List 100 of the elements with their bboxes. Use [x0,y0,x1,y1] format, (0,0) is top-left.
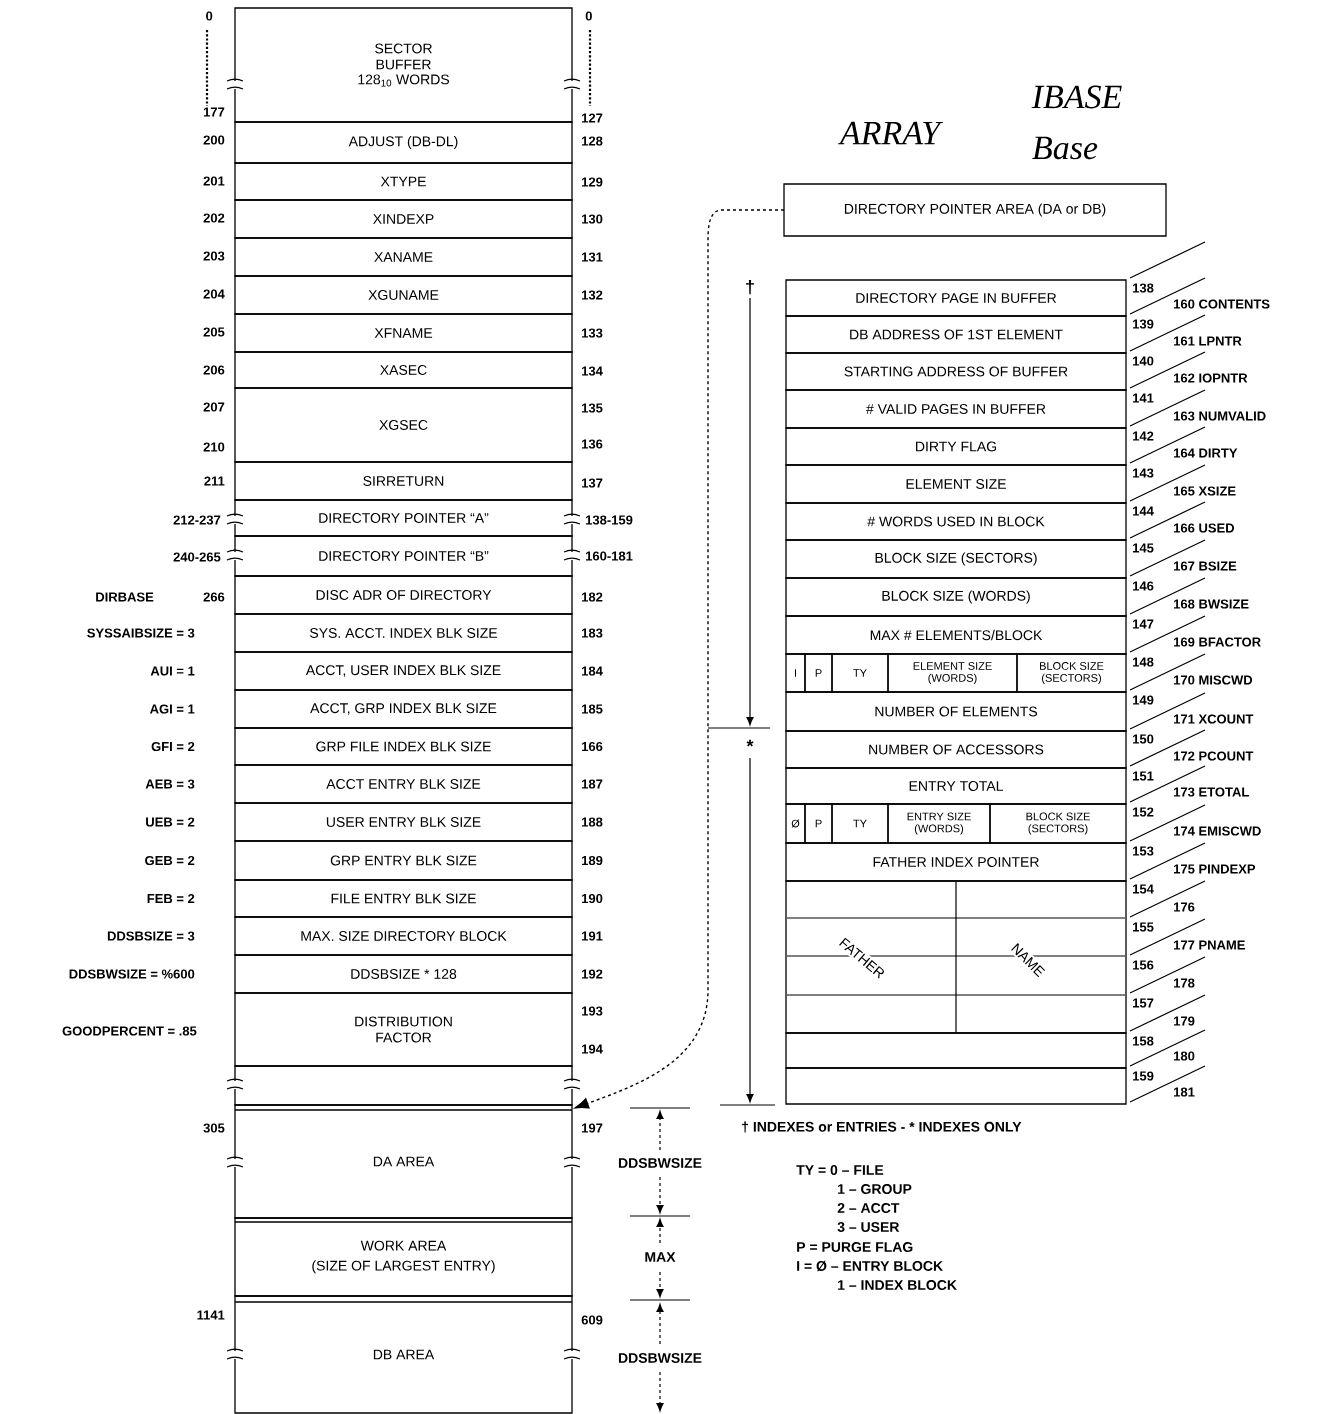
address-number: 205 [203,327,225,337]
constant-label: GFI = 2 [151,741,195,752]
dimension-label: DDSBWSIZE [618,1158,702,1168]
memory-cell: DIRECTORY POINTER “B” [234,535,573,577]
address-number: 240-265 [173,552,221,562]
constant-label: DDSBSIZE = 3 [107,931,195,941]
address-number: 135 [582,403,603,413]
bit-field-cell: P [804,803,833,844]
memory-cell: DIRECTORY PAGE IN BUFFER [785,279,1127,317]
memory-cell: XGUNAME [234,275,573,315]
field-name-label: 160 CONTENTS [1174,299,1270,309]
memory-cell: DDSBSIZE * 128 [234,954,573,994]
word-number: 151 [1133,771,1154,781]
word-number: 149 [1133,695,1154,705]
address-number: 131 [582,252,603,262]
address-number: 207 [203,402,225,412]
bit-field-cell: BLOCK SIZE (SECTORS) [1016,653,1127,693]
memory-cell: ELEMENT SIZE [785,464,1127,504]
address-number: 0 [206,11,213,21]
memory-cell: ACCT ENTRY BLK SIZE [234,764,573,804]
address-number: 166 [582,741,603,752]
dimension-label: DDSBWSIZE [618,1353,702,1363]
address-number: 201 [203,176,225,186]
memory-cell: BLOCK SIZE (WORDS) [785,577,1127,617]
memory-cell: # WORDS USED IN BLOCK [785,502,1127,541]
empty-cell [234,1065,573,1106]
address-number: 130 [582,214,603,224]
address-number: 136 [582,439,603,449]
memory-cell: SECTOR BUFFER 128$_{10}$ WORDS [234,7,573,123]
constant-label: FEB = 2 [147,893,195,904]
address-number: 210 [203,442,225,452]
footnote-symbol: † [746,279,754,295]
dimension-label: MAX [645,1252,676,1262]
word-number: 155 [1133,922,1154,932]
memory-cell: FILE ENTRY BLK SIZE [234,879,573,918]
address-number: 192 [582,969,603,979]
word-number: 147 [1133,619,1154,629]
field-name-label: 181 [1174,1087,1195,1097]
memory-cell: DA AREA [234,1104,573,1219]
memory-cell: DISC ADR OF DIRECTORY [234,575,573,615]
address-number: 127 [582,113,603,123]
address-number: 188 [582,817,603,827]
address-number: 160-181 [586,551,633,561]
address-number: 305 [203,1123,225,1133]
memory-cell: ADJUST (DB-DL) [234,121,573,164]
area-box: DIRECTORY POINTER AREA (DA or DB) [783,183,1167,237]
address-number: 200 [203,135,225,145]
footnote-symbol: * [746,739,754,747]
address-number: 0 [585,11,592,21]
word-number: 146 [1133,581,1154,591]
address-number: 137 [582,478,603,488]
memory-cell: XGSEC [234,387,573,463]
address-number: 177 [203,107,225,117]
memory-cell: NUMBER OF ELEMENTS [785,691,1127,732]
memory-cell: SIRRETURN [234,461,573,501]
address-number: 187 [582,779,603,789]
address-number: 266 [203,592,225,602]
bit-field-cell: ENTRY SIZE (WORDS) [887,803,991,844]
address-number: 184 [582,666,603,676]
address-number: 189 [582,855,603,866]
constant-label: GEB = 2 [145,855,195,866]
field-name-label: 180 [1174,1051,1195,1061]
field-name-label: 161 LPNTR [1174,336,1242,346]
constant-label: SYSSAIBSIZE = 3 [87,628,195,638]
field-name-label: 163 NUMVALID [1174,411,1266,421]
key-text: 2 – ACCT [837,1203,900,1213]
address-number: 211 [204,476,225,486]
address-number: 128 [582,136,603,146]
memory-cell: BLOCK SIZE (SECTORS) [785,539,1127,579]
address-number: 183 [582,628,603,638]
word-number: 141 [1133,393,1154,403]
footnote: † INDEXES or ENTRIES - * INDEXES ONLY [742,1121,1022,1133]
memory-cell: MAX. SIZE DIRECTORY BLOCK [234,916,573,956]
memory-cell: NUMBER OF ACCESSORS [785,730,1127,769]
address-number: 206 [203,365,225,375]
field-name-label: 171 XCOUNT [1174,714,1254,724]
handwritten-note: IBASE [1031,85,1122,109]
constant-label: AUI = 1 [150,666,195,676]
memory-cell: DB ADDRESS OF 1ST ELEMENT [785,315,1127,354]
word-number: 158 [1133,1036,1154,1046]
address-number: 138-159 [586,515,633,525]
address-number: 134 [582,366,603,376]
address-number: 132 [582,290,603,300]
address-number: 1141 [197,1310,225,1320]
field-name-label: 177 PNAME [1174,940,1245,950]
field-name-label: 169 BFACTOR [1174,637,1261,647]
word-number: 154 [1133,884,1154,894]
key-text: 3 – USER [837,1222,900,1232]
memory-cell: ACCT, USER INDEX BLK SIZE [234,651,573,691]
word-number: 139 [1133,319,1154,329]
field-name-label: 167 BSIZE [1174,561,1237,571]
constant-label: GOODPERCENT = .85 [62,1026,197,1036]
bit-field-cell: ELEMENT SIZE (WORDS) [887,653,1018,693]
handwritten-note: ARRAY [838,121,944,145]
memory-cell: XANAME [234,237,573,277]
key-text: 1 – INDEX BLOCK [838,1280,957,1290]
memory-cell: DISTRIBUTION FACTOR [234,992,573,1067]
constant-label: AEB = 3 [145,779,195,789]
field-name-label: 174 EMISCWD [1174,826,1261,836]
address-number: 212-237 [173,515,221,525]
